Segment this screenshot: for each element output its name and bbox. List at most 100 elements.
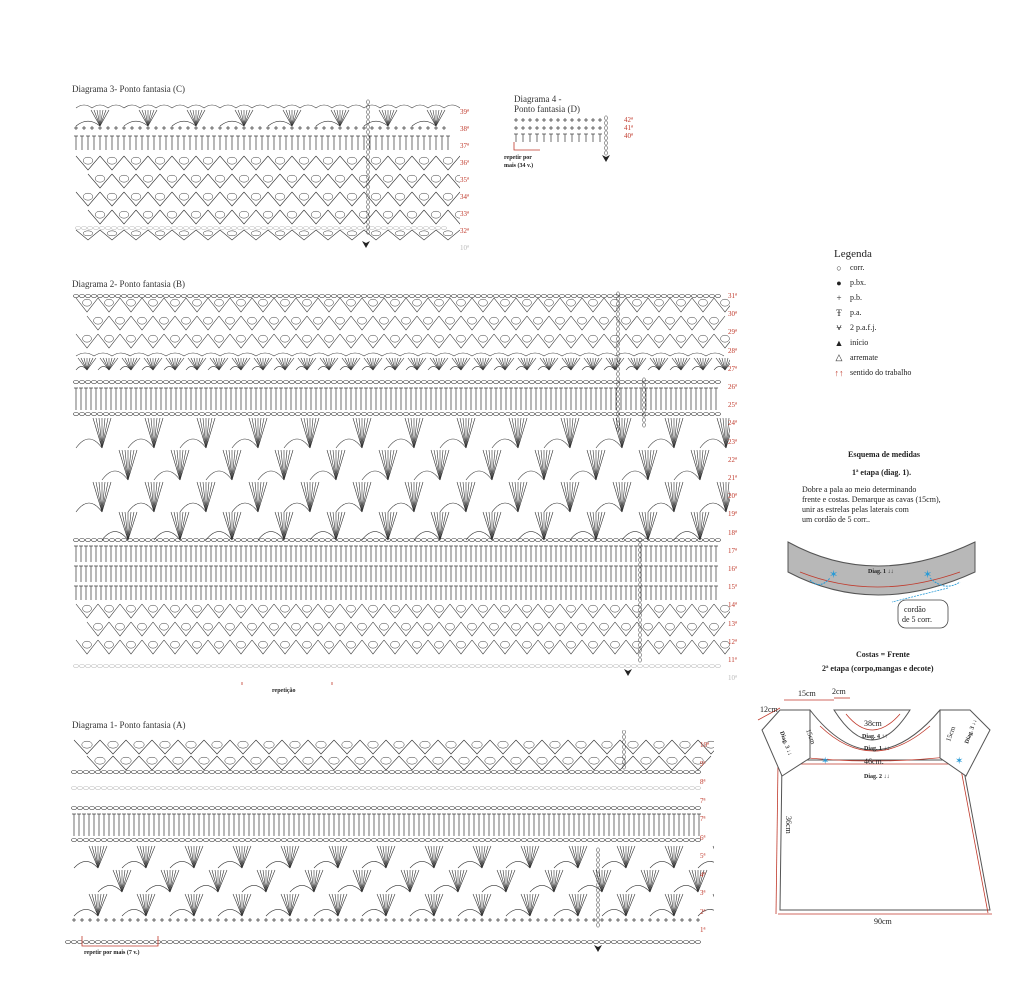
yoke-diag4-label: Diag. 4 ↑↑ bbox=[862, 734, 888, 740]
body-diag2-label: Diag. 2 ↓↓ bbox=[864, 774, 890, 780]
legend-symbol-icon: ○ bbox=[836, 262, 842, 273]
legend-label: início bbox=[850, 338, 869, 347]
row-label: 21ª bbox=[728, 474, 737, 482]
row-label: 38ª bbox=[460, 125, 469, 133]
hem-label: 90cm bbox=[874, 917, 893, 926]
row-label-faded: 10ª bbox=[460, 244, 469, 252]
diagram-1-title: Diagrama 1- Ponto fantasia (A) bbox=[72, 720, 186, 730]
row-label: 19ª bbox=[728, 510, 737, 519]
row-label: 30ª bbox=[728, 310, 737, 319]
diagram-4-repeat-line2: mais (34 v.) bbox=[504, 163, 534, 169]
chest-label: 46cm. bbox=[864, 757, 884, 766]
row-label: 14ª bbox=[728, 601, 737, 610]
row-label: 27ª bbox=[728, 364, 737, 373]
row-label: 42ª bbox=[624, 116, 633, 124]
cord-label-line2: de 5 corr. bbox=[902, 615, 932, 624]
yoke-band-label: Diag. 1 ↓↓ bbox=[868, 569, 894, 575]
schema-step1: 1ª etapa (diag. 1). bbox=[852, 468, 912, 477]
row-label: 35ª bbox=[460, 176, 469, 184]
row-label: 15ª bbox=[728, 583, 737, 592]
diagram-1-chart bbox=[65, 730, 714, 952]
legend-symbol-icon: ● bbox=[836, 277, 842, 288]
row-label: 20ª bbox=[728, 492, 737, 501]
diagram-4-title: Diagrama 4 - Ponto fantasia (D) bbox=[514, 94, 580, 114]
diagram-2-repeat-note: repetição bbox=[272, 688, 296, 694]
star-icon: ✶ bbox=[829, 569, 838, 581]
legend-label: 2 p.a.f.j. bbox=[850, 323, 877, 332]
row-label: 9ª bbox=[700, 759, 706, 768]
yoke-diag1-label: Diag. 1 ↓↓ bbox=[864, 746, 890, 752]
row-label: 8ª bbox=[700, 778, 706, 786]
row-label: 16ª bbox=[728, 565, 737, 573]
row-label: 22ª bbox=[728, 455, 737, 464]
legend-item: △ arremate bbox=[834, 350, 911, 365]
row-label: 18ª bbox=[728, 528, 737, 537]
diagram-2-title: Diagrama 2- Ponto fantasia (B) bbox=[72, 279, 185, 289]
legend-symbol-icon: Ŧ bbox=[836, 307, 842, 318]
star-icon: ✶ bbox=[955, 756, 963, 767]
star-icon: ✶ bbox=[923, 569, 932, 581]
row-label: 37ª bbox=[460, 142, 469, 150]
legend-title: Legenda bbox=[834, 248, 872, 260]
schema-instruction-line: Dobre a pala ao meio determinando bbox=[802, 485, 917, 494]
schema-instruction-line: frente e costas. Demarque as cavas (15cm… bbox=[802, 495, 941, 504]
diagram-1-repeat-note: repetir por mais (7 v.) bbox=[84, 950, 140, 956]
legend-item: ⩝ 2 p.a.f.j. bbox=[834, 320, 911, 335]
star-icon: ✶ bbox=[821, 756, 829, 767]
schema-instruction-line: unir as estrelas pelas laterais com bbox=[802, 505, 909, 514]
yoke-width-label: 15cm bbox=[798, 689, 817, 698]
row-label: 12ª bbox=[728, 637, 737, 646]
legend-item: + p.b. bbox=[834, 290, 911, 305]
legend-label: arremate bbox=[850, 353, 878, 362]
row-label: 29ª bbox=[728, 328, 737, 337]
sleeve-width-label: 12cm bbox=[760, 705, 779, 714]
schema-instruction-line: um cordão de 5 corr.. bbox=[802, 515, 870, 524]
diagram-4-chart bbox=[513, 115, 610, 162]
diagram-4-repeat-note: repetir por mais (34 v.) bbox=[504, 154, 533, 170]
schema-step2: 2ª etapa (corpo,mangas e decote) bbox=[822, 664, 934, 673]
row-label: 4ª bbox=[700, 870, 706, 879]
legend-item: ● p.bx. bbox=[834, 275, 911, 290]
legend-label: sentido do trabalho bbox=[850, 368, 912, 377]
row-label: 7ª bbox=[700, 815, 706, 823]
row-label: 41ª bbox=[624, 124, 633, 132]
legend-symbol-icon: ↑↑ bbox=[834, 367, 844, 378]
legend-symbol-icon: ⩝ bbox=[836, 322, 842, 332]
row-label: 17ª bbox=[728, 546, 737, 555]
row-label: 3ª bbox=[700, 889, 706, 897]
diagram-2-chart bbox=[73, 291, 730, 685]
row-label: 39ª bbox=[460, 108, 469, 116]
row-label: 31ª bbox=[728, 292, 737, 300]
row-label: 28ª bbox=[728, 346, 737, 355]
legend-item: ↑↑ sentido do trabalho bbox=[834, 365, 912, 380]
row-label: 40ª bbox=[624, 132, 633, 140]
garment-drawing: ✶ ✶ 12cm 15cm 2cm 15cm 15cm 38cm Diag. 4… bbox=[757, 687, 992, 926]
yoke-drawing: ✶ ✶ Diag. 1 ↓↓ cordão de 5 corr. bbox=[787, 541, 976, 629]
row-label: 33ª bbox=[460, 210, 469, 218]
legend-label: p.bx. bbox=[850, 278, 866, 287]
legend-label: p.b. bbox=[850, 293, 862, 302]
diagram-3-chart bbox=[74, 99, 460, 248]
legend-symbol-icon: ▲ bbox=[834, 337, 844, 348]
row-label: 32ª bbox=[460, 227, 469, 235]
diagram-4-repeat-line1: repetir por bbox=[504, 155, 532, 161]
shoulder-label: 2cm bbox=[832, 687, 847, 696]
row-label: 5ª bbox=[700, 852, 706, 860]
row-label: 25ª bbox=[728, 401, 737, 410]
length-label: 36cm bbox=[784, 816, 793, 835]
schema-title: Esquema de medidas bbox=[848, 450, 921, 459]
legend-item: ○corr. bbox=[834, 260, 911, 275]
row-label: 23ª bbox=[728, 437, 737, 446]
row-label: 7ª bbox=[700, 796, 706, 805]
legend-symbol-icon: △ bbox=[835, 352, 843, 362]
row-label: 11ª bbox=[728, 656, 737, 664]
neck-label: 38cm bbox=[864, 719, 883, 728]
diagram-4-title-line1: Diagrama 4 - bbox=[514, 94, 562, 104]
legend-symbol-icon: + bbox=[836, 292, 842, 303]
diagram-4-title-line2: Ponto fantasia (D) bbox=[514, 104, 580, 114]
back-front-label: Costas = Frente bbox=[856, 650, 910, 659]
